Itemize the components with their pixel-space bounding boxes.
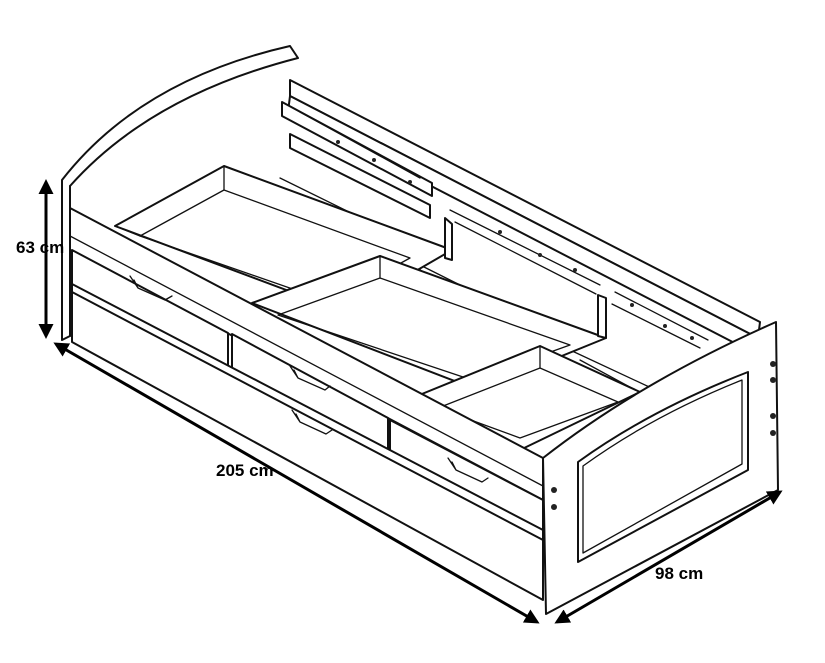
dimension-length (53, 342, 540, 624)
slats (267, 101, 709, 399)
height-label: 63 cm (16, 238, 64, 257)
drawer-handle-1 (129, 275, 173, 301)
dimension-width (554, 490, 783, 624)
length-label: 205 cm (216, 461, 274, 480)
width-label: 98 cm (655, 564, 703, 583)
